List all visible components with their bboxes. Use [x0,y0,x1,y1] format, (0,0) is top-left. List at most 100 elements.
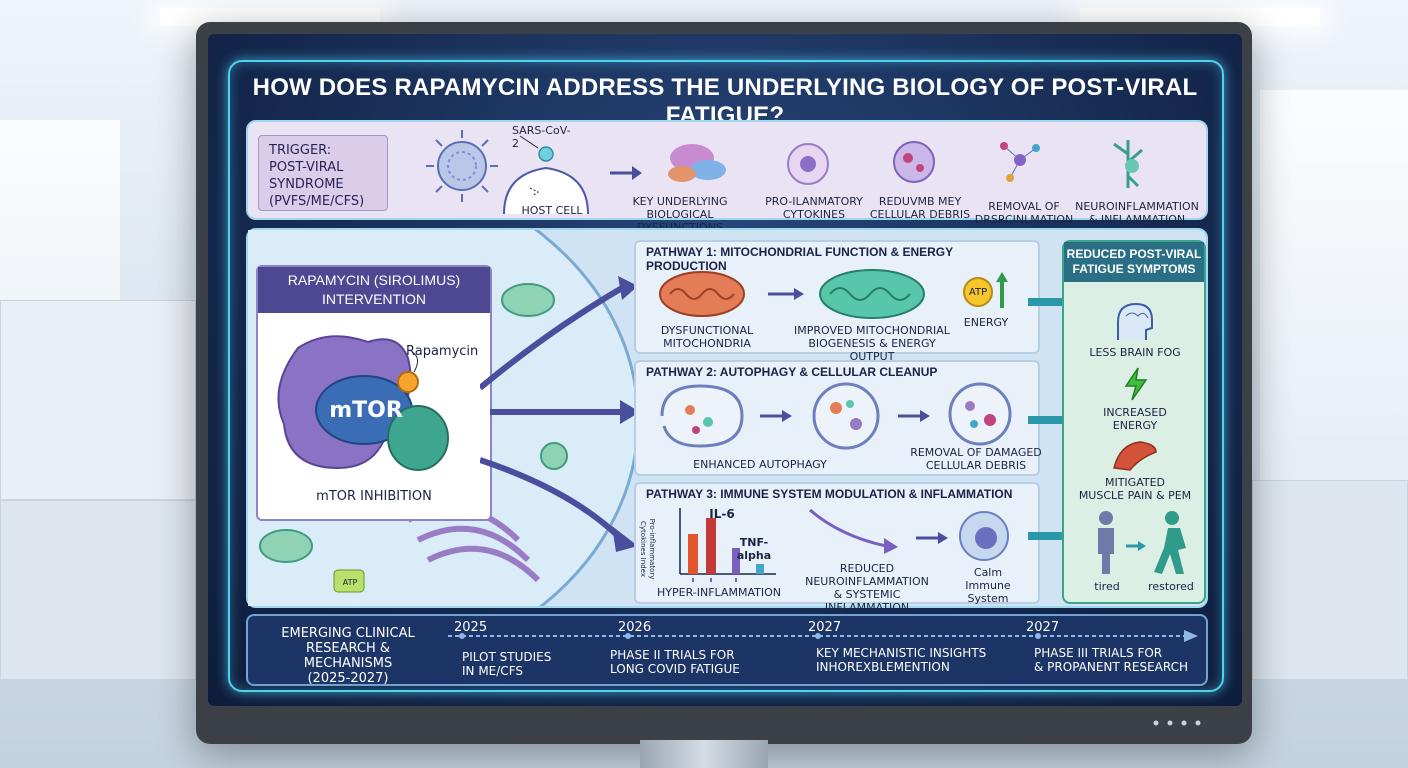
timeline-axis [448,630,1198,642]
window [1260,90,1408,510]
neuron-icon [1113,140,1143,188]
pathway-1-title: PATHWAY 1: MITOCHONDRIAL FUNCTION & ENER… [646,245,953,273]
intervention-box: RAPAMYCIN (SIROLIMUS) INTERVENTION [256,265,492,521]
trigger-illustrations [426,130,1040,215]
host-cell-label: HOST CELL [521,204,583,217]
pathway-2-a-label: ENHANCED AUTOPHAGY [693,458,827,471]
arrow-right-icon [782,410,792,422]
vesicle-icon [540,442,568,470]
timeline-year: 2027 [808,620,842,635]
tired-restored-figures [1098,511,1186,574]
rapamycin-label: Rapamycin [406,344,479,359]
chart-bar [732,548,740,574]
trigger-item: NEUROINFLAMMATION& INFLAMMATION [1075,200,1199,226]
timeline-title: EMERGING CLINICAL RESEARCH & MECHANISMS … [281,626,415,686]
arrow-right-icon [938,532,948,544]
outcome-item: LESS BRAIN FOG [1089,346,1181,359]
monitor-buttons[interactable] [1150,718,1210,728]
arrow-right-icon [1138,541,1146,551]
timeline-year: 2025 [454,620,488,635]
arrow-right-icon [884,538,898,554]
glow-frame [228,60,1224,692]
tnf-alpha-label: TNF-alpha [736,536,772,562]
clean-cell-icon [948,382,1012,446]
ceiling-light [160,8,380,26]
host-cell-icon [503,135,589,215]
debris-cell-icon [893,141,935,183]
cytokine-cell-icon [787,143,829,185]
atp-icon [963,277,993,307]
restored-person-icon [1165,511,1179,525]
arrow-right-icon [794,288,804,300]
atp-small-label: ATP [342,578,358,587]
arrow-right-icon [610,166,642,180]
chart-bar [688,534,698,574]
outcomes-header: REDUCED POST-VIRAL FATIGUE SYMPTOMS [1064,242,1204,282]
pathway-3-arrows [809,508,948,554]
il6-label: IL-6 [709,507,735,521]
timeline-year: 2026 [618,620,652,635]
arrow-up-icon [996,272,1008,282]
lab-cabinet [1252,480,1408,680]
rapamycin-molecule-icon [397,371,419,393]
timeline-panel [246,614,1208,686]
cytokine-chart [679,508,776,582]
tired-label: tired [1094,580,1120,593]
calm-immune-cell-icon [959,511,1009,561]
trigger-label: TRIGGER: POST-VIRAL SYNDROME (PVFS/ME/CF… [258,135,388,211]
chart-axis-label: Pro-inflammatory Cytokines Index [639,518,656,580]
autophagosome-icon [660,384,744,448]
brain-head-icon [1117,302,1153,340]
lightning-icon [1124,367,1148,401]
chart-bar [756,564,764,574]
ceiling-light [1080,8,1320,26]
atp-label: ATP [968,287,988,298]
trigger-label-line3: (PVFS/ME/CFS) [269,194,365,209]
lab-cabinet [0,500,196,680]
energy-label: ENERGY [963,316,1009,329]
pathway-1-illustration [659,269,1008,319]
flow-arrows [480,276,640,552]
virus-icon [426,130,498,202]
mitochondrion-icon [259,529,313,563]
intervention-header: RAPAMYCIN (SIROLIMUS) INTERVENTION [258,267,490,313]
timeline-year: 2027 [1026,620,1060,635]
dysfunction-cluster-icon [668,144,726,182]
hyper-inflammation-label: HYPER-INFLAMMATION [657,586,781,599]
mtor-label: mTOR [329,398,403,423]
tired-person-icon [1099,511,1113,525]
trigger-panel [246,120,1208,220]
healthy-mitochondria-icon [819,269,925,319]
mitochondrion-icon [501,283,555,317]
monitor-stand [640,740,768,768]
lysosome-icon [812,382,880,450]
arrow-right-icon [920,410,930,422]
atp-small-icon [333,569,365,593]
mtor-complex-illustration [277,335,449,471]
trigger-label-line1: TRIGGER: [269,143,332,158]
pathway-2-title: PATHWAY 2: AUTOPHAGY & CELLULAR CLEANUP [646,365,938,379]
muscle-icon [1113,441,1157,471]
pathway-2-illustration [660,382,1012,450]
molecule-network-icon [1000,142,1040,182]
lab-shelf [0,300,196,500]
timeline-event: PHASE III TRIALS FOR& PROPANENT RESEARCH [1034,646,1189,674]
restored-label: restored [1148,580,1194,593]
chart-bar [706,518,716,574]
virus-label: SARS-CoV-2 [512,124,571,150]
trigger-label-line2: POST-VIRAL SYNDROME [269,160,344,192]
mtor-inhibition-label: mTOR INHIBITION [316,489,432,504]
